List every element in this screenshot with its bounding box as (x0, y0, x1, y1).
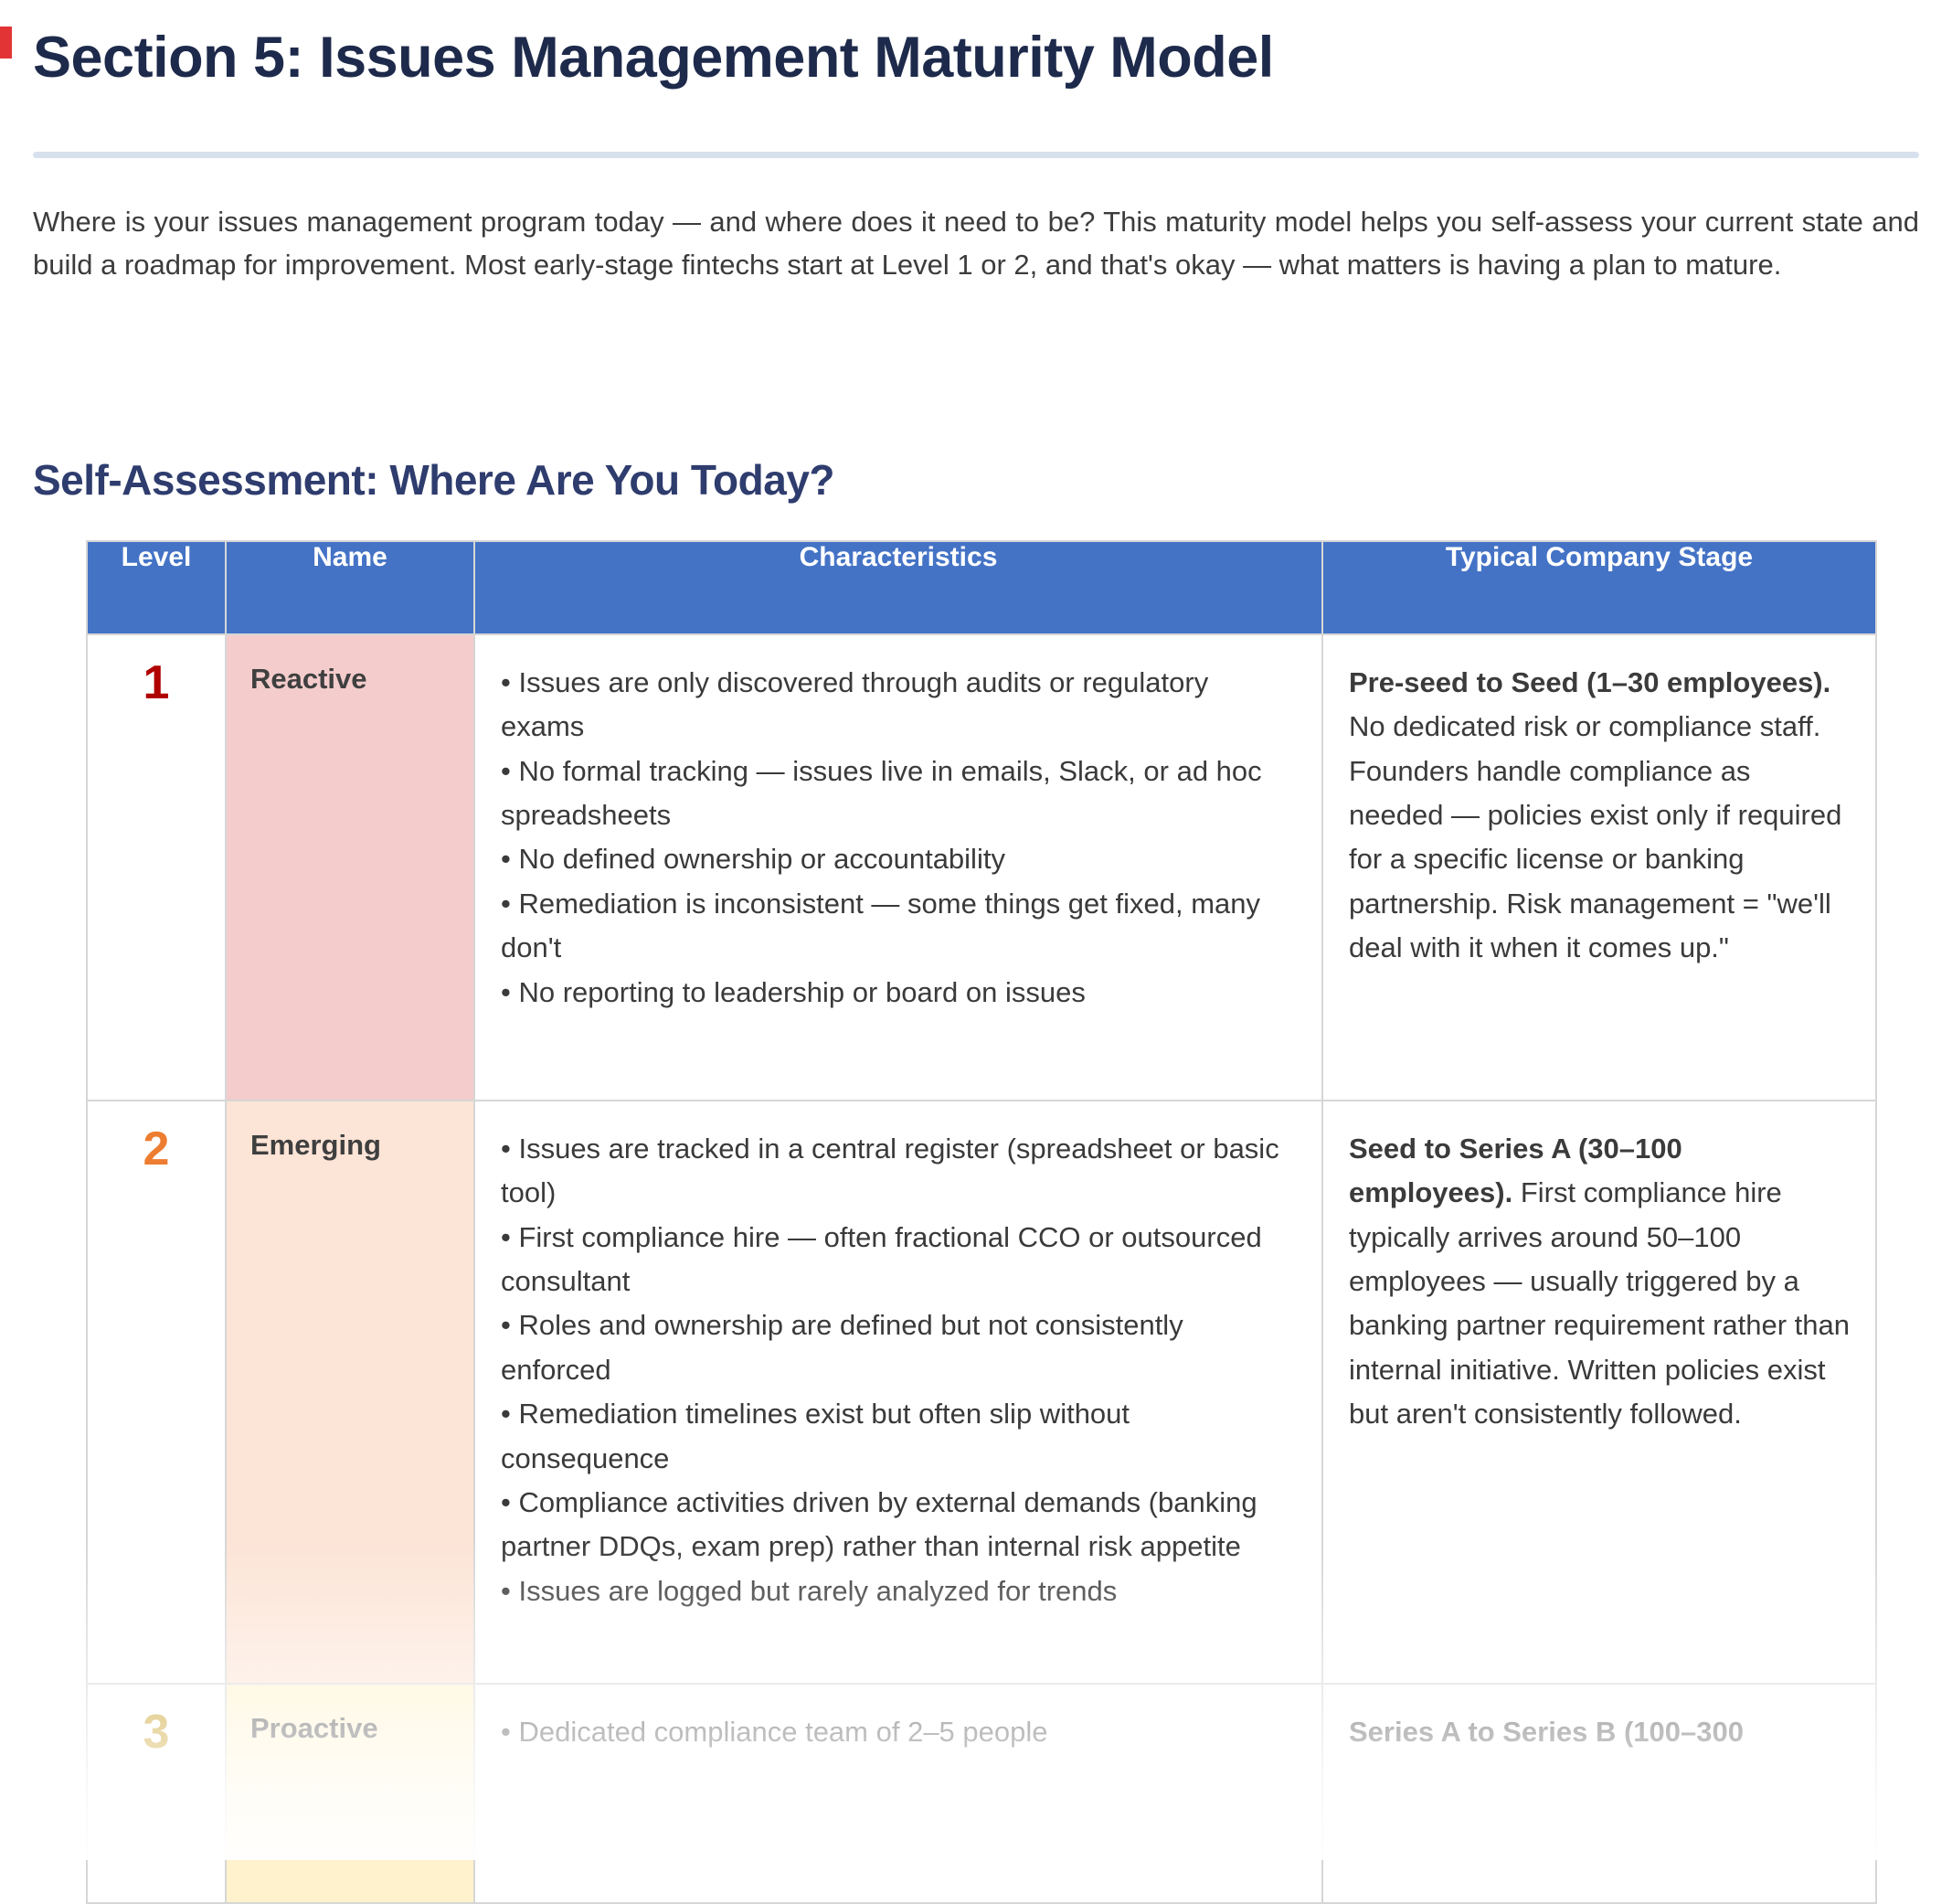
level-3-number-cell: 3 (86, 1683, 227, 1904)
table-row-level-3: 3 Proactive • Dedicated compliance team … (86, 1683, 1877, 1904)
stage-lead-text: Pre-seed to Seed (1–30 employees). (1349, 666, 1831, 698)
corner-marker (0, 27, 12, 59)
header-name: Name (225, 540, 475, 635)
level-3-number: 3 (143, 1706, 170, 1759)
level-3-name-cell: Proactive (225, 1683, 475, 1904)
bullet-item: • Remediation is inconsistent — some thi… (501, 887, 1261, 964)
stage-body-text: First compliance hire typically arrives … (1349, 1176, 1850, 1431)
document-page: Section 5: Issues Management Maturity Mo… (0, 24, 1952, 1904)
level-3-name: Proactive (250, 1712, 378, 1744)
table-row-level-1: 1 Reactive • Issues are only discovered … (86, 633, 1877, 1101)
level-1-name: Reactive (250, 663, 367, 695)
level-2-characteristics-cell: • Issues are tracked in a central regist… (473, 1100, 1323, 1685)
bullet-item: • Issues are logged but rarely analyzed … (501, 1574, 1118, 1607)
bullet-item: • Issues are only discovered through aud… (501, 666, 1209, 743)
bullet-item: • Remediation timelines exist but often … (501, 1398, 1130, 1474)
level-2-name: Emerging (250, 1129, 381, 1161)
level-1-name-cell: Reactive (225, 633, 475, 1101)
level-3-characteristics-cell: • Dedicated compliance team of 2–5 peopl… (473, 1683, 1323, 1904)
bullet-item: • No defined ownership or accountability (501, 843, 1005, 876)
level-2-stage-cell: Seed to Series A (30–100 employees). Fir… (1321, 1100, 1877, 1685)
title-divider (33, 151, 1919, 158)
stage-lead-text: Seed to Series A (30–100 employees). (1349, 1133, 1682, 1209)
section-heading: Self-Assessment: Where Are You Today? (33, 455, 835, 504)
bullet-item: • Issues are tracked in a central regist… (501, 1133, 1279, 1209)
level-1-characteristics-cell: • Issues are only discovered through aud… (473, 633, 1323, 1101)
stage-lead-text: Series A to Series B (100–300 (1349, 1716, 1744, 1748)
stage-body-text: No dedicated risk or compliance staff. F… (1349, 710, 1842, 964)
bullet-item: • Compliance activities driven by extern… (501, 1485, 1257, 1563)
bullet-item: • No formal tracking — issues live in em… (501, 754, 1262, 832)
level-2-number: 2 (143, 1122, 170, 1175)
bullet-item: • First compliance hire — often fraction… (501, 1220, 1262, 1298)
intro-paragraph: Where is your issues management program … (33, 205, 1919, 281)
header-level: Level (86, 540, 227, 635)
header-characteristics: Characteristics (473, 540, 1323, 635)
level-3-stage-cell: Series A to Series B (100–300 (1321, 1683, 1877, 1904)
level-2-number-cell: 2 (86, 1100, 227, 1685)
bullet-item: • Roles and ownership are defined but no… (501, 1309, 1183, 1386)
bullet-item: • Dedicated compliance team of 2–5 peopl… (501, 1716, 1048, 1748)
level-1-number-cell: 1 (86, 633, 227, 1101)
page-title: Section 5: Issues Management Maturity Mo… (33, 26, 1274, 90)
header-stage: Typical Company Stage (1321, 540, 1877, 635)
table-row-level-2: 2 Emerging • Issues are tracked in a cen… (86, 1100, 1877, 1685)
table-header-row: Level Name Characteristics Typical Compa… (86, 540, 1877, 635)
maturity-table-container: Level Name Characteristics Typical Compa… (86, 540, 1919, 1904)
level-1-stage-cell: Pre-seed to Seed (1–30 employees). No de… (1321, 633, 1877, 1101)
maturity-table: Level Name Characteristics Typical Compa… (86, 540, 1877, 1904)
bullet-item: • No reporting to leadership or board on… (501, 975, 1086, 1008)
level-1-number: 1 (143, 656, 170, 709)
level-2-name-cell: Emerging (225, 1100, 475, 1685)
